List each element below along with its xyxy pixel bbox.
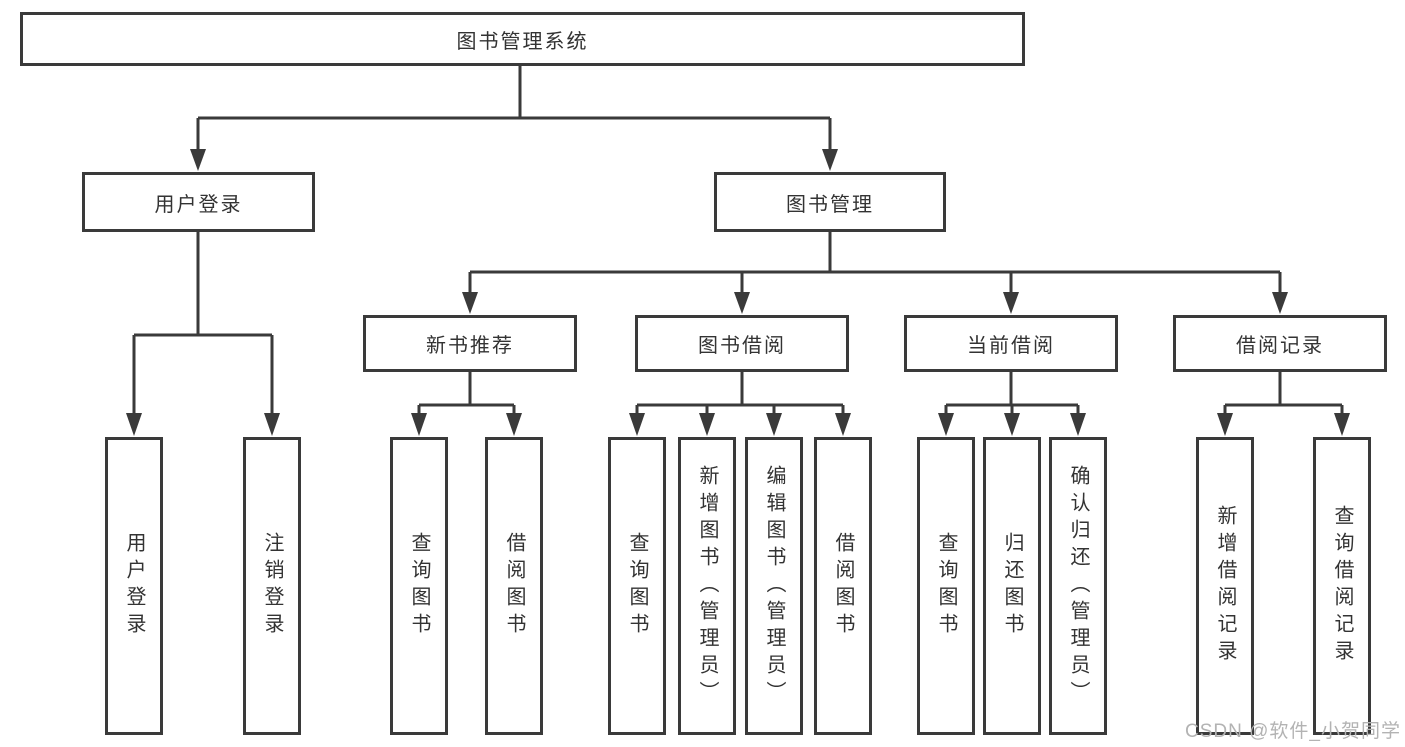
leaf-user-login-label: 用户登录 (123, 532, 145, 640)
leaf-borrowing-borrow-book: 借阅图书 (814, 437, 872, 735)
leaf-current-confirm-return-admin: 确认归还（管理员） (1049, 437, 1107, 735)
node-borrowing-records: 借阅记录 (1173, 315, 1387, 372)
leaf-logout: 注销登录 (243, 437, 301, 735)
leaf-borrowing-query-book: 查询图书 (608, 437, 666, 735)
node-book-borrowing: 图书借阅 (635, 315, 849, 372)
node-new-book-recommend-label: 新书推荐 (426, 335, 514, 357)
node-book-management-label: 图书管理 (786, 193, 874, 216)
leaf-recommend-borrow-book: 借阅图书 (485, 437, 543, 735)
leaf-borrowing-query-book-label: 查询图书 (626, 532, 648, 640)
node-current-borrowing-label: 当前借阅 (967, 335, 1055, 357)
leaf-user-login: 用户登录 (105, 437, 163, 735)
node-book-management: 图书管理 (714, 172, 946, 232)
leaf-recommend-query-book: 查询图书 (390, 437, 448, 735)
leaf-records-query-record-label: 查询借阅记录 (1331, 505, 1353, 667)
node-current-borrowing: 当前借阅 (904, 315, 1118, 372)
node-new-book-recommend: 新书推荐 (363, 315, 577, 372)
leaf-records-add-record: 新增借阅记录 (1196, 437, 1254, 735)
leaf-current-return-book-label: 归还图书 (1001, 532, 1023, 640)
leaf-logout-label: 注销登录 (261, 532, 283, 640)
leaf-current-confirm-return-admin-label: 确认归还（管理员） (1067, 464, 1089, 708)
leaf-records-add-record-label: 新增借阅记录 (1214, 505, 1236, 667)
leaf-borrowing-edit-book-admin: 编辑图书（管理员） (745, 437, 803, 735)
csdn-watermark: CSDN @软件_小贺同学 (1185, 721, 1401, 742)
leaf-current-query-book-label: 查询图书 (935, 532, 957, 640)
leaf-borrowing-borrow-book-label: 借阅图书 (832, 532, 854, 640)
node-library-system: 图书管理系统 (20, 12, 1025, 66)
leaf-records-query-record: 查询借阅记录 (1313, 437, 1371, 735)
leaf-recommend-borrow-book-label: 借阅图书 (503, 532, 525, 640)
node-user-login-branch: 用户登录 (82, 172, 315, 232)
leaf-borrowing-add-book-admin-label: 新增图书（管理员） (696, 464, 718, 708)
leaf-borrowing-edit-book-admin-label: 编辑图书（管理员） (763, 464, 785, 708)
node-borrowing-records-label: 借阅记录 (1236, 335, 1324, 357)
node-book-borrowing-label: 图书借阅 (698, 335, 786, 357)
leaf-current-return-book: 归还图书 (983, 437, 1041, 735)
node-library-system-label: 图书管理系统 (456, 30, 589, 53)
leaf-current-query-book: 查询图书 (917, 437, 975, 735)
leaf-recommend-query-book-label: 查询图书 (408, 532, 430, 640)
node-user-login-branch-label: 用户登录 (154, 193, 243, 216)
leaf-borrowing-add-book-admin: 新增图书（管理员） (678, 437, 736, 735)
